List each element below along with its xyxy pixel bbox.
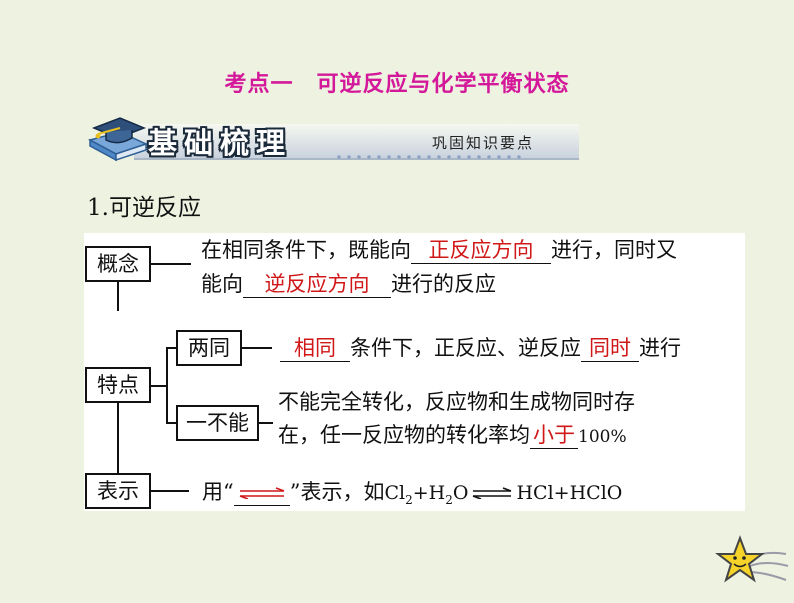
concept-line1-post: 进行，同时又 <box>551 238 677 262</box>
features-box: 特点 <box>85 367 151 403</box>
concept-diagram: 概念 特点 两同 一不能 表示 在相同条件下，既能向正反应方向进行，同时又 能向… <box>84 233 745 511</box>
two-same-connector <box>242 347 272 349</box>
banner-title: 基础梳理 <box>148 120 292 162</box>
eq-h: +H <box>413 482 446 504</box>
equation-left: Cl2+H2O <box>385 482 469 504</box>
two-same-answer-2: 同时 <box>581 335 639 362</box>
eq-cl: Cl <box>385 482 406 504</box>
trunk-line <box>117 281 119 311</box>
equilibrium-arrow-icon <box>471 487 513 499</box>
two-same-mid: 条件下，正反应、逆反应 <box>350 336 581 360</box>
eq-sub-2a: 2 <box>405 493 413 507</box>
concept-answer-reverse: 逆反应方向 <box>243 271 391 298</box>
two-same-text: 相同条件下，正反应、逆反应同时进行 <box>280 333 681 363</box>
page-title: 考点一 可逆反应与化学平衡状态 <box>0 66 794 98</box>
one-cannot-line2-post: 100% <box>578 427 627 447</box>
banner-dots <box>334 154 524 160</box>
concept-line-2: 能向逆反应方向进行的反应 <box>201 269 496 299</box>
feature-branch <box>151 385 167 387</box>
concept-line2-post: 进行的反应 <box>391 272 496 296</box>
concept-line1-pre: 在相同条件下，既能向 <box>201 238 411 262</box>
one-cannot-line-1: 不能完全转化，反应物和生成物同时存 <box>278 387 635 417</box>
concept-box: 概念 <box>85 246 151 282</box>
representation-connector <box>151 490 189 492</box>
eq-sub-2b: 2 <box>445 493 453 507</box>
section-banner: 基础梳理 巩固知识要点 <box>84 106 579 166</box>
banner-subtitle: 巩固知识要点 <box>432 132 534 153</box>
book-with-cap-icon <box>84 110 150 166</box>
one-cannot-box: 一不能 <box>176 405 259 441</box>
representation-box: 表示 <box>85 473 151 509</box>
concept-connector <box>151 263 191 265</box>
one-cannot-connector <box>259 422 273 424</box>
one-cannot-answer: 小于 <box>530 422 578 449</box>
concept-answer-forward: 正反应方向 <box>411 237 551 264</box>
one-cannot-line2-pre: 在，任一反应物的转化率均 <box>278 423 530 447</box>
representation-post: ”表示，如 <box>290 480 385 504</box>
reversible-arrow-answer <box>234 479 290 506</box>
reversible-arrow-icon <box>238 487 286 499</box>
eq-o: O <box>453 482 469 504</box>
two-same-post: 进行 <box>639 336 681 360</box>
section-heading: 1.可逆反应 <box>87 188 201 222</box>
equation-right: HCl+HClO <box>516 482 622 504</box>
branch-one-cannot <box>166 422 176 424</box>
feature-branch-vertical <box>166 347 168 423</box>
concept-line2-pre: 能向 <box>201 272 243 296</box>
branch-two-same <box>166 347 176 349</box>
trunk-line-lower <box>117 401 119 473</box>
concept-line-1: 在相同条件下，既能向正反应方向进行，同时又 <box>201 235 677 265</box>
two-same-answer-1: 相同 <box>280 335 350 362</box>
smiling-star-icon <box>700 520 790 600</box>
two-same-box: 两同 <box>176 330 242 366</box>
representation-pre: 用“ <box>202 480 234 504</box>
